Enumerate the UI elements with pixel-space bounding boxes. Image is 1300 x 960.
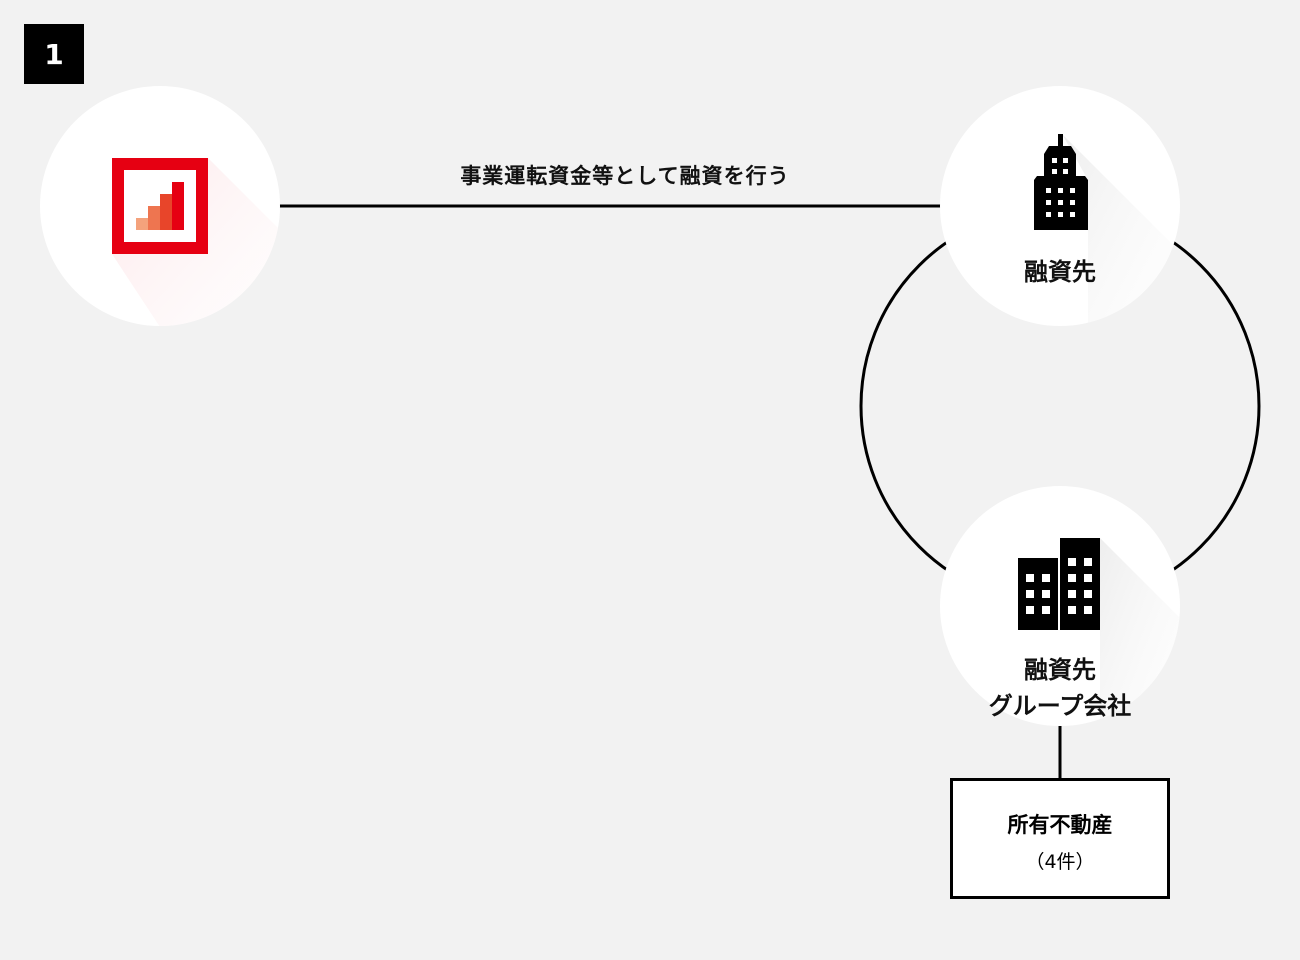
buildings-icon [1018, 538, 1100, 630]
property-count: （4件） [1025, 851, 1095, 873]
step-badge: 1 [24, 24, 84, 84]
group-company-label: 融資先 グループ会社 [940, 652, 1180, 724]
bank-logo-icon [112, 158, 208, 254]
borrower-label: 融資先 [1024, 258, 1096, 286]
loan-description-label: 事業運転資金等として融資を行う [460, 164, 790, 188]
building-icon [1034, 134, 1088, 230]
group-label-line1: 融資先 [1024, 656, 1096, 684]
property-title: 所有不動産 [1007, 813, 1113, 837]
owned-property-box: 所有不動産 （4件） [950, 778, 1170, 899]
group-label-line2: グループ会社 [988, 692, 1132, 720]
